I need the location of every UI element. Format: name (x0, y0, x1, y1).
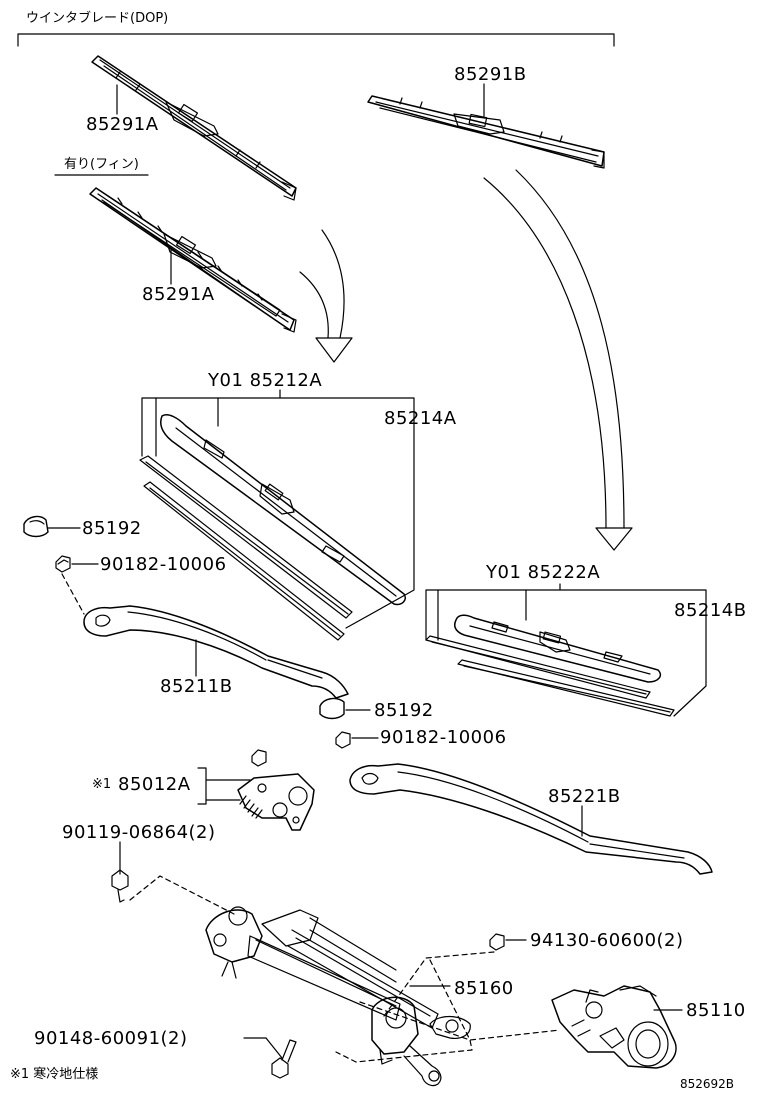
arm-85211b-illustration (83, 605, 349, 699)
motor-85110-illustration (551, 985, 677, 1069)
arrow-left-curved (299, 229, 353, 363)
blade-85291a-fin-illustration (89, 187, 297, 333)
leader-90148-tail (265, 1037, 283, 1059)
bracket-85222a (425, 583, 707, 717)
arrow-right-curved (483, 169, 633, 551)
part-label-85211b[interactable]: 85211B (160, 676, 233, 697)
dashed-line-link-bolt (335, 1001, 473, 1063)
part-label-90182-2[interactable]: 90182-10006 (380, 727, 507, 748)
part-label-85012a[interactable]: 85012A (118, 774, 191, 795)
part-label-90119[interactable]: 90119-06864(2) (62, 822, 216, 843)
part-label-85160[interactable]: 85160 (454, 978, 514, 999)
part-label-85110[interactable]: 85110 (686, 1000, 746, 1021)
blade-85291b-illustration (367, 95, 605, 169)
dashed-line-nut-motor (383, 951, 561, 1041)
group-bracket-lines (17, 33, 615, 176)
part-label-85291a-fin[interactable]: 85291A (142, 284, 215, 305)
part-label-85221b[interactable]: 85221B (548, 786, 621, 807)
part-label-85212a[interactable]: Y01 85212A (208, 370, 323, 391)
blade-assy-85222a-illustration (454, 614, 662, 683)
part-label-90182-1[interactable]: 90182-10006 (100, 554, 227, 575)
footnote-cold-region: ※1 寒冷地仕様 (10, 1067, 99, 1082)
part-label-85291a-top[interactable]: 85291A (86, 114, 159, 135)
blade-85291a-top-illustration (91, 55, 297, 201)
rubber-85214b-illustration (425, 635, 675, 717)
part-label-85214b[interactable]: 85214B (674, 600, 747, 621)
cold-region-marker: ※1 (92, 777, 112, 792)
part-label-90148[interactable]: 90148-60091(2) (34, 1028, 188, 1049)
nut-90182-2-illustration (335, 731, 351, 749)
part-label-85222a[interactable]: Y01 85222A (486, 562, 601, 583)
nut-small-85012a-illustration (251, 749, 267, 767)
fin-option-label: 有り(フィン) (64, 157, 139, 172)
dashed-line-nut-arm (61, 573, 85, 615)
dashed-line-bolt (129, 875, 235, 915)
bolt-90148-illustration (271, 1039, 297, 1079)
part-label-94130[interactable]: 94130-60600(2) (530, 930, 684, 951)
bracket-leader-85012a (197, 767, 251, 805)
link-85160-illustration (205, 906, 471, 1087)
winter-blade-group-label: ウインタブレード(DOP) (26, 11, 169, 26)
bracket-85012a-illustration (237, 773, 315, 831)
cap-85192-2-illustration (319, 697, 345, 720)
part-label-85192-1[interactable]: 85192 (82, 518, 142, 539)
arm-85221b-illustration (349, 763, 713, 875)
bolt-90119-illustration (111, 869, 129, 903)
cap-85192-1-illustration (23, 515, 49, 538)
nut-94130-illustration (489, 933, 505, 951)
rubber-85214a-illustration (139, 455, 353, 641)
nut-90182-1-illustration (55, 555, 71, 573)
diagram-id: 852692B (680, 1077, 735, 1091)
part-label-85291b[interactable]: 85291B (454, 64, 527, 85)
blade-assy-85212a-illustration (160, 414, 406, 606)
part-label-85192-2[interactable]: 85192 (374, 700, 434, 721)
part-label-85214a[interactable]: 85214A (384, 408, 457, 429)
